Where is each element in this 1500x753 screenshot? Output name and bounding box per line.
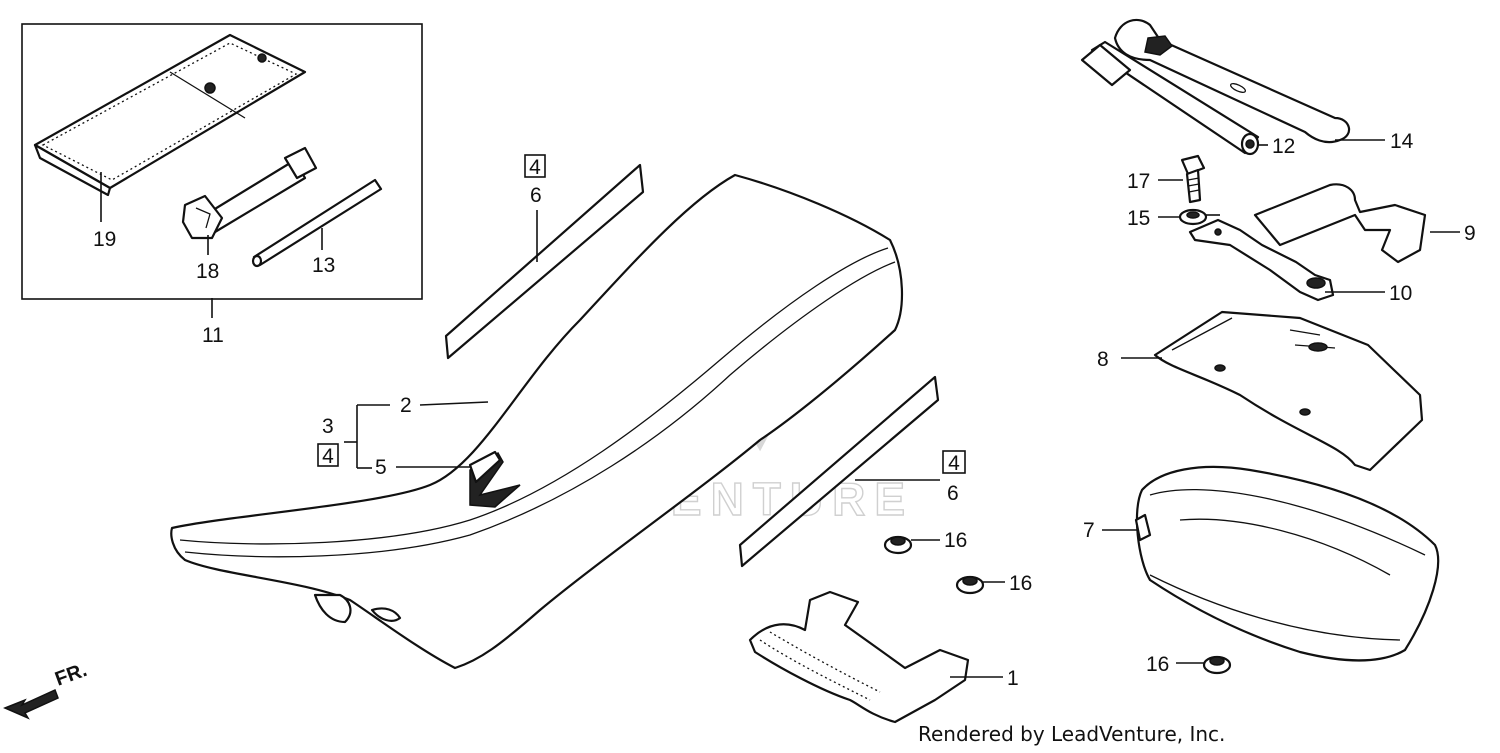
callout-19: 19 [93,228,116,251]
tray-plate-8 [1153,310,1424,472]
front-direction-arrow-icon: FR. [3,659,90,720]
handle-bar-13 [251,178,383,268]
callout-9: 9 [1464,222,1476,245]
emblem-6-upper [444,163,645,360]
tool-band-9 [1253,183,1427,264]
boxed-ref-4-right-text: 4 [948,452,960,475]
callout-6-lower: 6 [947,482,959,505]
emblem-6-lower [738,375,940,568]
seat-assembly [170,173,903,670]
callout-18: 18 [196,260,219,283]
boxed-ref-4-upper: 4 [524,154,546,179]
callout-16-a: 16 [944,529,967,552]
boxed-ref-4-right: 4 [942,450,966,475]
callout-3: 3 [322,415,334,438]
callout-1: 1 [1007,667,1019,690]
grommet-16a [883,535,913,555]
callout-7: 7 [1083,519,1095,542]
callout-5: 5 [375,456,387,479]
callout-2: 2 [400,394,412,417]
front-direction-label: FR. [52,659,90,691]
callout-12: 12 [1272,135,1295,158]
callout-15: 15 [1127,207,1150,230]
callout-16-b: 16 [1009,572,1032,595]
boxed-ref-4-left: 4 [317,443,339,468]
socket-wrench-12 [1080,40,1260,156]
callout-13: 13 [312,254,335,277]
leader-lines [100,139,1460,678]
callout-14: 14 [1390,130,1414,153]
plug-wrench-18 [181,146,318,240]
tool-kit-frame [21,23,423,300]
grommet-16b [955,575,985,595]
seat-bracket-10 [1188,218,1335,302]
callout-6-upper: 6 [530,184,542,207]
callout-labels: 19 18 13 11 6 2 3 5 6 16 16 16 1 7 8 9 1… [93,130,1476,690]
washer-15 [1178,208,1208,226]
callout-17: 17 [1127,170,1150,193]
bolt-17 [1180,154,1206,204]
tool-bag-19 [33,33,307,197]
credit-text: Rendered by LeadVenture, Inc. [918,722,1226,746]
boxed-ref-4-left-text: 4 [322,445,334,468]
callout-8: 8 [1097,348,1109,371]
callout-16-c: 16 [1146,653,1169,676]
seat-stopper-1 [748,590,970,724]
boxed-ref-4-upper-text: 4 [529,156,541,179]
callout-11: 11 [202,324,224,347]
tool-case-7 [1134,465,1440,662]
grommet-16c [1202,655,1232,675]
callout-10: 10 [1389,282,1412,305]
